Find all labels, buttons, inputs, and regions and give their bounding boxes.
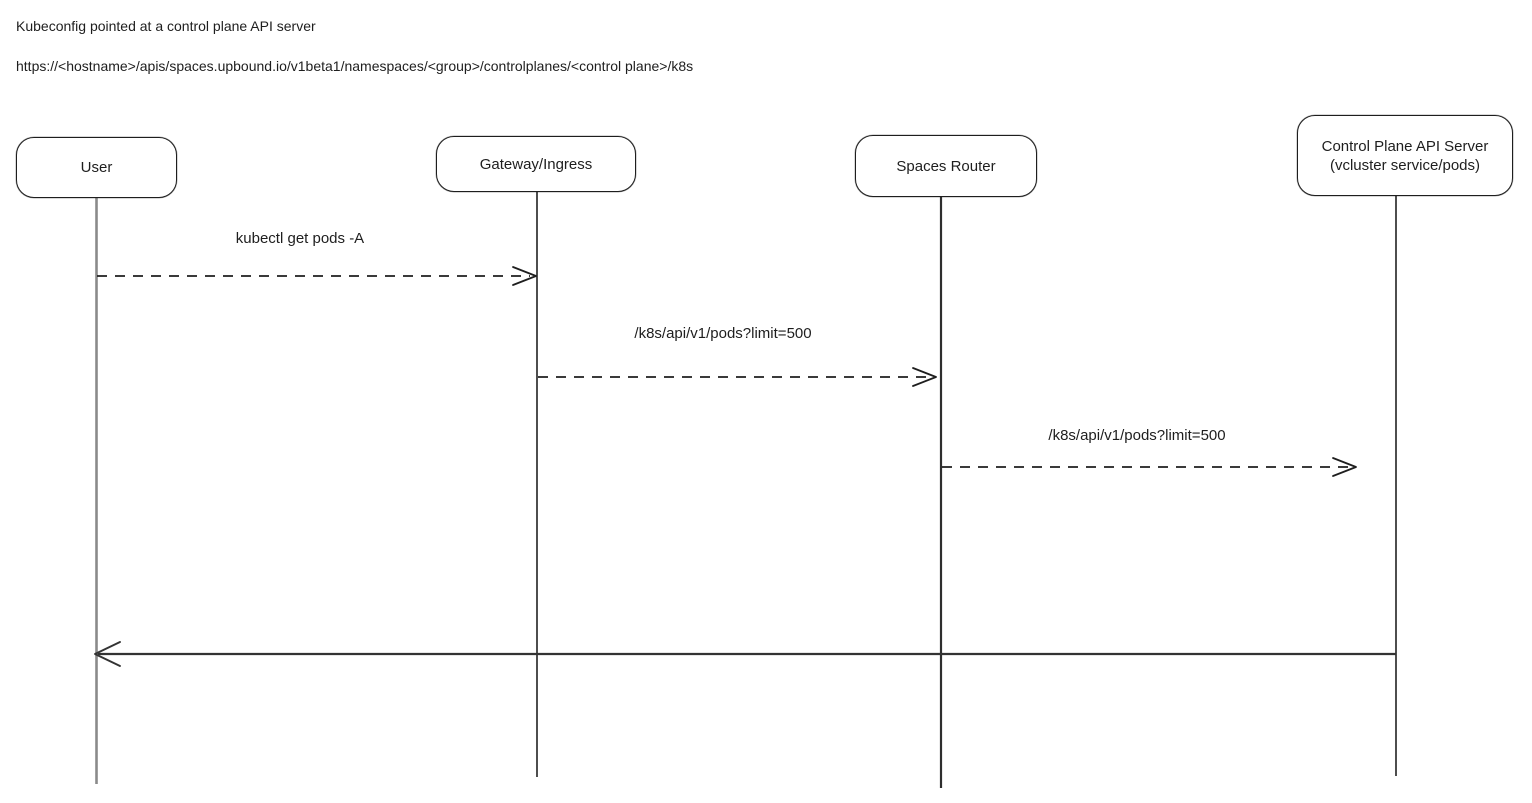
message-arrowhead-3: [1332, 457, 1357, 477]
message-label-k8s-api-1: /k8s/api/v1/pods?limit=500: [634, 325, 812, 342]
message-label-kubectl: kubectl get pods -A: [235, 230, 365, 247]
message-arrowhead-2: [912, 367, 937, 387]
actor-box-gateway-ingress: Gateway/Ingress: [436, 136, 636, 192]
diagram-title: Kubeconfig pointed at a control plane AP…: [16, 18, 316, 34]
message-label-k8s-api-2: /k8s/api/v1/pods?limit=500: [1048, 427, 1226, 444]
return-arrowhead: [94, 641, 121, 667]
diagram-url-text: https://<hostname>/apis/spaces.upbound.i…: [16, 58, 694, 74]
actor-label-spaces-router: Spaces Router: [896, 157, 996, 175]
actor-label-gateway-ingress: Gateway/Ingress: [479, 155, 593, 173]
actor-label-user: User: [80, 159, 113, 176]
actor-box-control-plane: Control Plane API Server (vcluster servi…: [1297, 115, 1513, 196]
actor-box-user: User: [16, 137, 177, 198]
message-arrowhead-1: [512, 266, 537, 286]
actor-box-spaces-router: Spaces Router: [855, 135, 1037, 197]
actor-sublabel-control-plane: (vcluster service/pods): [1329, 156, 1481, 174]
actor-label-control-plane: Control Plane API Server: [1321, 137, 1489, 155]
